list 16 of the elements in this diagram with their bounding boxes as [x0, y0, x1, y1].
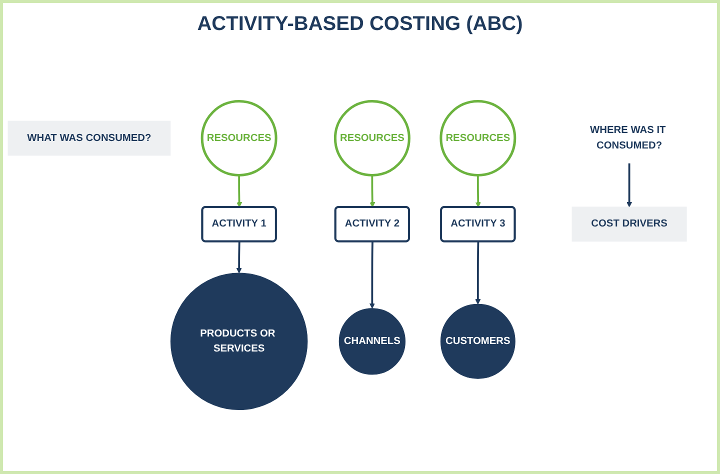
- arrow: [475, 242, 481, 304]
- arrow: [626, 163, 632, 208]
- node-circle: RESOURCES: [200, 100, 278, 176]
- title: ACTIVITY-BASED COSTING (ABC): [197, 13, 523, 36]
- node-text: WHERE WAS IT CONSUMED?: [590, 124, 666, 151]
- node-circle: PRODUCTS OR SERVICES: [170, 272, 308, 410]
- arrow: [236, 175, 242, 208]
- node-circle: RESOURCES: [334, 100, 410, 176]
- arrow: [236, 242, 242, 274]
- arrow: [475, 175, 481, 208]
- arrow: [370, 175, 376, 208]
- node-circle: RESOURCES: [440, 100, 516, 176]
- node-box: COST DRIVERS: [572, 206, 687, 242]
- arrow: [369, 242, 375, 309]
- node-circle: CHANNELS: [338, 308, 406, 375]
- node-circle: CUSTOMERS: [440, 304, 516, 379]
